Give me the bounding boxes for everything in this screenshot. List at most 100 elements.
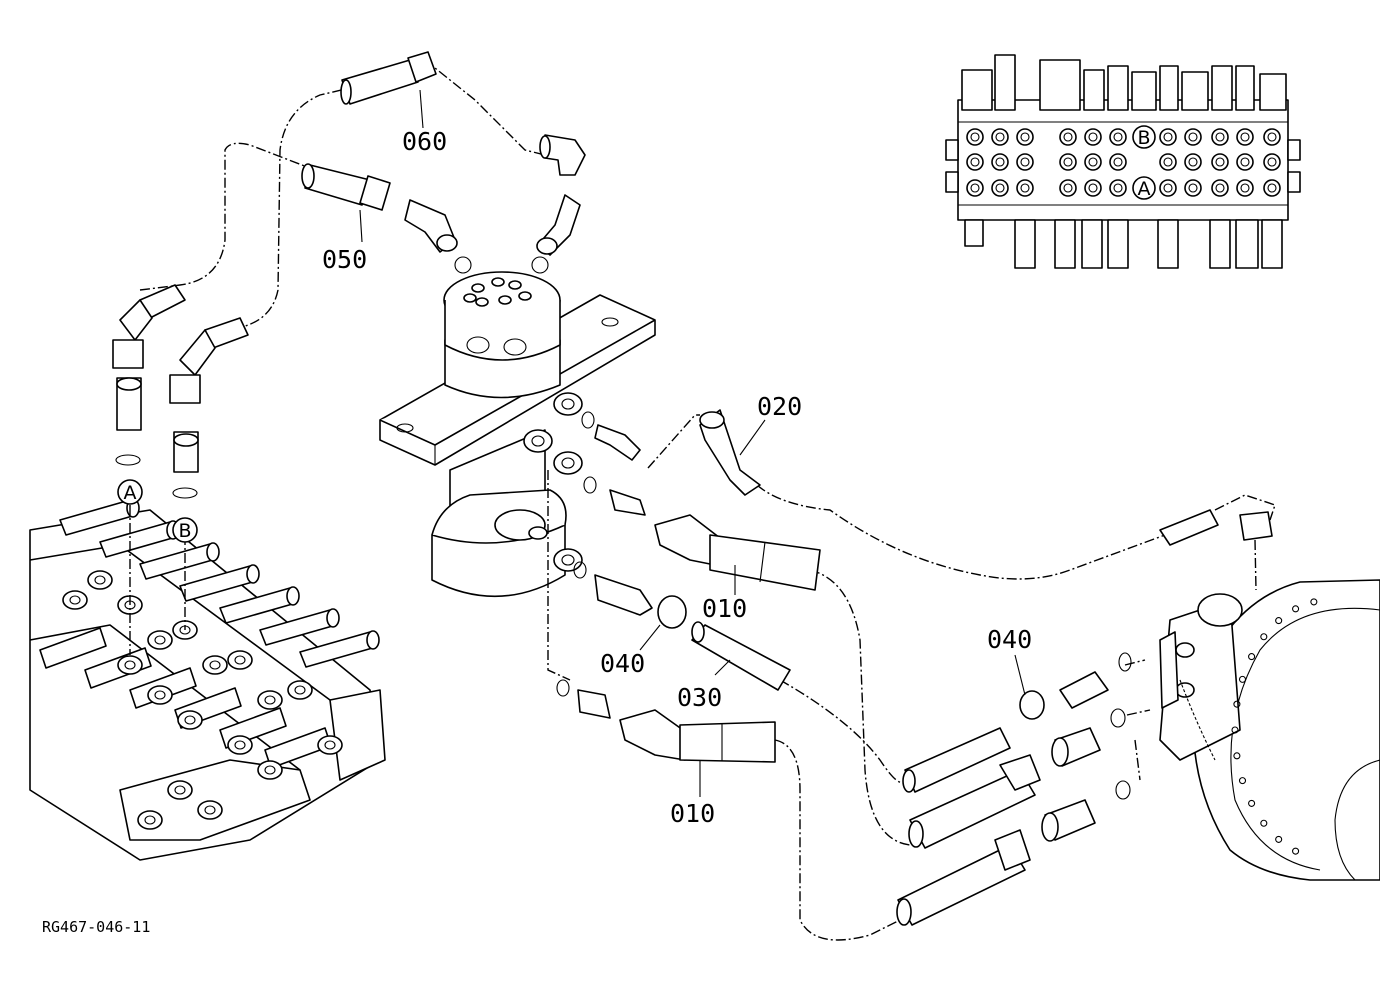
inset-valve-port-inner xyxy=(1088,132,1098,142)
valve-port-inner xyxy=(234,655,246,665)
control-valve-inset: B A xyxy=(945,54,1301,269)
inset-valve-port-inner xyxy=(1163,157,1173,167)
valve-port xyxy=(257,690,283,710)
motor-bolt xyxy=(1275,617,1283,625)
valve-port xyxy=(87,570,113,590)
valve-spool-end xyxy=(366,630,380,650)
valve-spool xyxy=(299,631,377,668)
valve-port xyxy=(202,655,228,675)
inset-valve-port xyxy=(1159,179,1177,197)
inset-valve-port xyxy=(1109,128,1127,146)
inset-valve-port-inner xyxy=(1088,183,1098,193)
part-label-040-right: 040 xyxy=(987,625,1032,654)
valve-port-inner xyxy=(294,685,306,695)
valve-spool-end xyxy=(246,564,260,584)
inset-valve-port-inner xyxy=(1163,132,1173,142)
valve-port-inner xyxy=(184,715,196,725)
valve-port xyxy=(257,760,283,780)
travel-motor xyxy=(1159,579,1380,881)
inset-valve-port xyxy=(991,179,1009,197)
inset-valve-port xyxy=(1159,128,1177,146)
inset-valve-port xyxy=(991,153,1009,171)
valve-port-inner xyxy=(154,635,166,645)
inset-valve-port-inner xyxy=(1240,157,1250,167)
inset-valve-port xyxy=(1236,179,1254,197)
motor-bolt xyxy=(1292,605,1300,613)
inset-valve-port xyxy=(1084,179,1102,197)
part-label-040-left: 040 xyxy=(600,649,645,678)
control-valve-assembly xyxy=(29,498,386,861)
inset-valve-port-inner xyxy=(1020,132,1030,142)
valve-port xyxy=(227,650,253,670)
valve-port-inner xyxy=(154,690,166,700)
inset-valve-port xyxy=(1059,153,1077,171)
inset-valve-port-inner xyxy=(1267,157,1277,167)
inset-valve-port-inner xyxy=(1020,157,1030,167)
valve-spool-lower xyxy=(39,627,107,669)
part-label-030: 030 xyxy=(677,683,722,712)
inset-port-b-marker xyxy=(1132,125,1156,149)
inset-valve-port-inner xyxy=(1063,132,1073,142)
inset-valve-port-inner xyxy=(1163,183,1173,193)
inset-valve-port-inner xyxy=(1063,183,1073,193)
port-a-label: A xyxy=(124,482,137,504)
swivel-port xyxy=(518,291,532,301)
hose-routing xyxy=(129,59,1276,941)
inset-valve-port xyxy=(1084,128,1102,146)
valve-port-inner xyxy=(234,740,246,750)
valve-port xyxy=(117,655,143,675)
inset-valve-port xyxy=(966,153,984,171)
part-label-010-upper: 010 xyxy=(702,594,747,623)
valve-port-inner xyxy=(264,765,276,775)
valve-port-inner xyxy=(94,575,106,585)
inset-valve-port xyxy=(1016,153,1034,171)
inset-valve-port xyxy=(1184,153,1202,171)
swivel-port xyxy=(491,277,505,287)
valve-port-inner xyxy=(324,740,336,750)
inset-valve-port-inner xyxy=(995,157,1005,167)
inset-valve-port xyxy=(966,179,984,197)
inset-valve-port-inner xyxy=(970,157,980,167)
part-label-010-lower: 010 xyxy=(670,799,715,828)
valve-port-inner xyxy=(204,805,216,815)
motor-bolt xyxy=(1233,700,1241,708)
motor-bolt xyxy=(1238,675,1247,683)
inset-valve-port-inner xyxy=(1188,157,1198,167)
drawing-code: RG467-046-11 xyxy=(42,918,150,936)
inset-valve-port-inner xyxy=(1113,157,1123,167)
inset-valve-port xyxy=(1211,179,1229,197)
hose-fittings xyxy=(112,51,1273,926)
motor-bolt xyxy=(1248,653,1256,661)
inset-valve-port-inner xyxy=(995,132,1005,142)
valve-port-inner xyxy=(174,785,186,795)
port-a-marker xyxy=(117,479,143,505)
inset-valve-port xyxy=(1263,179,1281,197)
motor-bolt xyxy=(1248,799,1256,807)
inset-valve-port-inner xyxy=(1215,157,1225,167)
valve-port xyxy=(227,735,253,755)
valve-port-inner xyxy=(264,695,276,705)
inset-valve-port-inner xyxy=(970,132,980,142)
motor-bolt xyxy=(1292,847,1300,855)
valve-spool-end xyxy=(206,542,220,562)
inset-valve-port-inner xyxy=(1188,183,1198,193)
valve-port xyxy=(147,685,173,705)
valve-port xyxy=(197,800,223,820)
part-label-050: 050 xyxy=(322,245,367,274)
valve-port xyxy=(287,680,313,700)
part-label-060: 060 xyxy=(402,127,447,156)
valve-port-inner xyxy=(144,815,156,825)
inset-valve-port-inner xyxy=(1240,132,1250,142)
inset-valve-port xyxy=(1059,128,1077,146)
inset-valve-port-inner xyxy=(1267,132,1277,142)
inset-valve-port xyxy=(1211,128,1229,146)
inset-valve-port xyxy=(1263,128,1281,146)
inset-valve-port-inner xyxy=(1267,183,1277,193)
motor-bolt xyxy=(1260,819,1268,827)
inset-valve-port xyxy=(1016,128,1034,146)
motor-bolt xyxy=(1231,726,1239,734)
swivel-port xyxy=(508,280,522,290)
inset-valve-port-inner xyxy=(1063,157,1073,167)
port-b-marker xyxy=(172,517,198,543)
